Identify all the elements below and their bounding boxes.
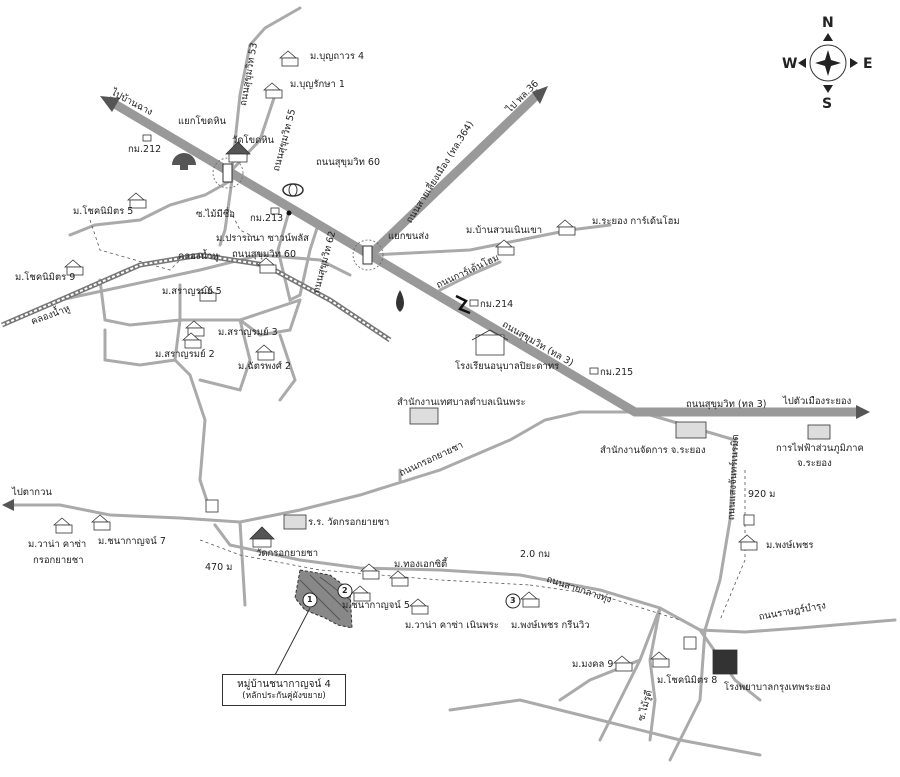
km-post: กม.213 xyxy=(250,213,284,224)
junction-label: แยกขนส่ง xyxy=(388,231,429,242)
place-label: โรงพยาบาลกรุงเทพระยอง xyxy=(724,682,831,693)
village-label: ม.ปรารถนา ซาวน์พลัส xyxy=(216,233,309,244)
road-label: ไปตากวน xyxy=(12,487,52,498)
compass-n: N xyxy=(822,15,834,31)
project-callout: หมู่บ้านชนากาญจน์ 4 (หลักประกันคู่ผังขยา… xyxy=(222,674,346,707)
compass-e: E xyxy=(863,56,873,72)
compass-s: S xyxy=(822,96,833,112)
village-label: ม.บ้านสวนเนินเขา xyxy=(466,225,543,236)
village-label: ม.สราญรมย์ 2 xyxy=(155,349,215,360)
place-label: ร.ร. วัดกรอกยายชา xyxy=(308,517,390,528)
junction-label: แยกโขดหิน xyxy=(178,116,226,127)
village-label: ม.ชนากาญจน์ 5 xyxy=(342,600,410,611)
village-label: ม.โชคนิมิตร 5 xyxy=(73,206,134,217)
compass-w: W xyxy=(782,56,798,72)
marker-1: 1 xyxy=(307,595,313,604)
village-label: ม.วาน่า คาซ่า เนินพระ xyxy=(405,620,499,631)
village-label: ม.ชนากาญจน์ 7 xyxy=(98,536,166,547)
village-label: ม.บุญถาวร 4 xyxy=(310,51,364,62)
village-label: ม.โชคนิมิตร 9 xyxy=(15,272,76,283)
village-label: ม.บุญรักษา 1 xyxy=(290,79,345,90)
place-label: สำนักงานเทศบาลตำบลเนินพระ xyxy=(397,397,526,408)
km-post: กม.215 xyxy=(600,367,634,378)
callout-subtitle: (หลักประกันคู่ผังขยาย) xyxy=(242,691,326,701)
village-label: ม.ระยอง การ์เด้นโฮม xyxy=(592,216,680,227)
distance-label: 920 ม xyxy=(748,489,776,500)
compass xyxy=(798,33,858,93)
village-label: ม.สราญรมย์ 5 xyxy=(162,286,222,297)
road-label: ถนนสุขุมวิท (ทล 3) xyxy=(686,399,767,410)
village-label: ม.ทองเอกซิตี้ xyxy=(394,559,448,570)
place-label: วัดโขดหิน xyxy=(232,135,275,146)
distance-label: 470 ม xyxy=(205,562,233,573)
place-label: จ.ระยอง xyxy=(797,458,832,469)
callout-title: หมู่บ้านชนากาญจน์ 4 xyxy=(237,679,331,690)
road-label: คลองน้ำหู xyxy=(178,251,219,262)
km-post: กม.212 xyxy=(128,144,162,155)
road-label: ซ.ไม้มีชื่อ xyxy=(196,209,235,220)
road-label: ไปตัวเมืองระยอง xyxy=(783,396,852,407)
place-label: สำนักงานจัดการ จ.ระยอง xyxy=(600,445,706,456)
marker-3: 3 xyxy=(510,596,516,605)
village-label: ม.พงษ์เพชร xyxy=(766,540,814,551)
village-label: กรอกยายชา xyxy=(33,555,84,566)
distance-label: 2.0 กม xyxy=(520,549,551,560)
road-label: ถนนสุขุมวิท 60 xyxy=(232,249,296,260)
village-label: ม.โชคนิมิตร 8 xyxy=(657,675,718,686)
place-label: การไฟฟ้าส่วนภูมิภาค xyxy=(776,443,864,454)
village-label: ม.ฉัตรพงศ์ 2 xyxy=(238,361,292,372)
place-label: โรงเรียนอนุบาลปิยะดาทร xyxy=(455,361,560,372)
village-label: ม.มงคล 9 xyxy=(572,659,614,670)
km-post: กม.214 xyxy=(480,299,514,310)
village-label: ม.วาน่า คาซ่า xyxy=(28,539,87,550)
village-label: ม.สราญรมย์ 3 xyxy=(218,327,278,338)
marker-2: 2 xyxy=(342,586,348,595)
place-label: วัดกรอกยายชา xyxy=(256,548,319,559)
road-label: ถนนสุขุมวิท 60 xyxy=(316,157,380,168)
village-label: ม.พงษ์เพชร กรีนวิว xyxy=(511,620,590,631)
